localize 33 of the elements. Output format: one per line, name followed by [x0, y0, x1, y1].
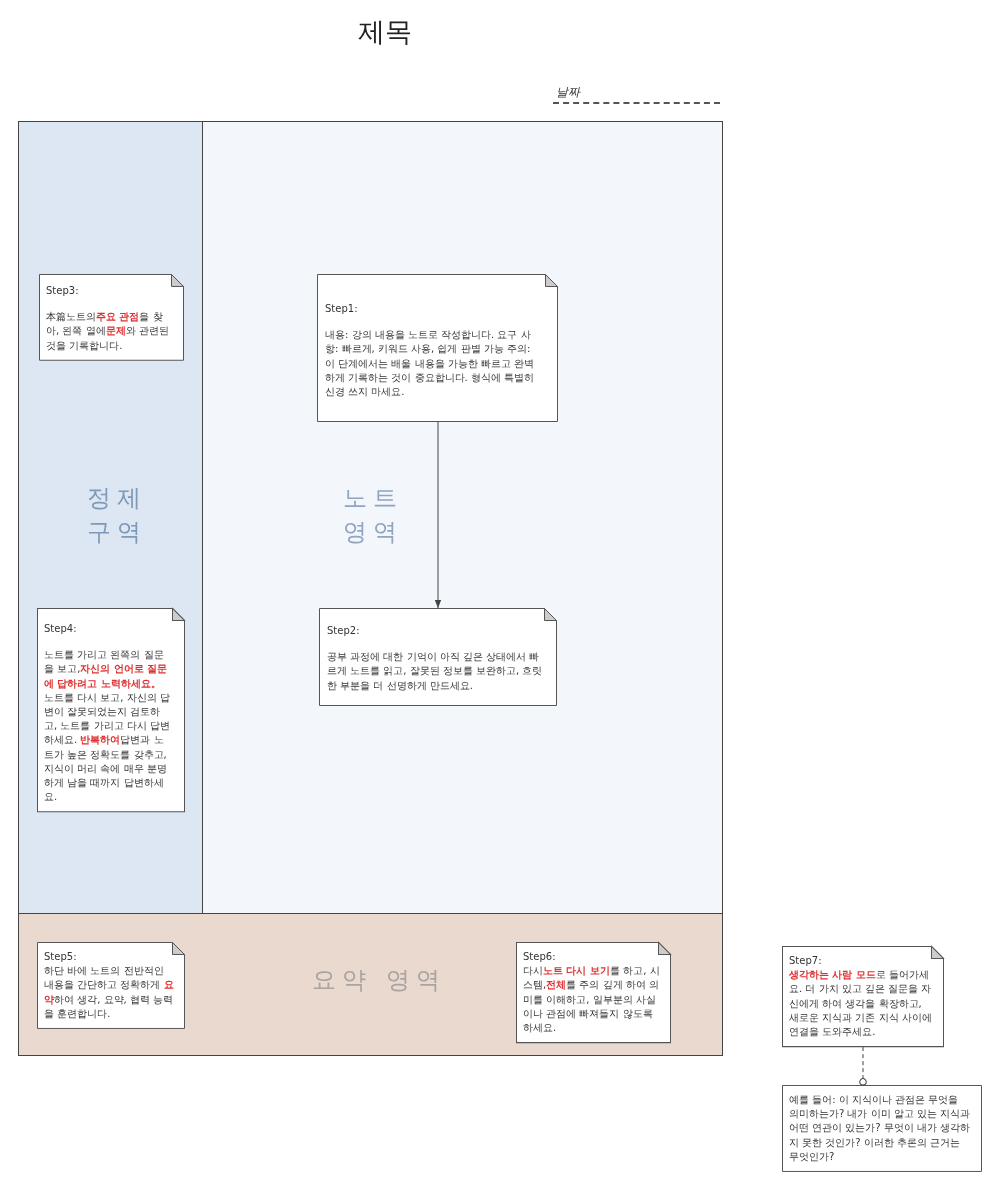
note-text: 내용: 강의 내용을 노트로 작성합니다. 요구 사항: 빠르게, 키워드 사용, 쉽게 판별 가능 주의: 이 단계에서는 배울 내용을 가능한 빠르고 완벽하게 기록하는 것이 중요합니다. 형식에 특별히 신경 쓰지 마세요.: [325, 328, 536, 399]
note-card: [37, 942, 185, 1029]
note-card: [782, 1085, 982, 1172]
note-text: 생각하는 사람 모드로 들어가세요. 더 가치 있고 깊은 질문을 자신에게 하여 생각을 확장하고, 새로운 지식과 기존 지식 사이에 연결을 도와주세요.: [789, 968, 933, 1039]
note-card: [782, 946, 944, 1048]
note-text: 예를 들어: 이 지식이나 관점은 무엇을 의미하는가? 내가 이미 알고 있는 지식과 어떤 연관이 있는가? 무엇이 내가 생각하지 못한 것인가? 이러한 추론의 근거는 무엇인가?: [789, 1093, 972, 1164]
step-heading: Step5:: [44, 950, 78, 964]
region-label: 노트 영역: [342, 483, 404, 548]
date-label: 날짜: [556, 84, 580, 101]
cue-column-panel: [18, 121, 203, 914]
diagram-title: 제목: [357, 15, 413, 49]
note-card: [37, 608, 185, 813]
note-text: 하단 바에 노트의 전반적인 내용을 간단하고 정확하게 요약하여 생각, 요약, 협력 능력을 훈련합니다.: [44, 964, 175, 1021]
note-card: [516, 942, 671, 1044]
notes-panel: [202, 121, 723, 914]
summary-panel: [18, 913, 723, 1056]
step-heading: Step2:: [327, 624, 361, 638]
arrow: [434, 421, 442, 609]
note-text: 本篇노트의주요 관점을 찾아, 왼쪽 열에문제와 관련된 것을 기록합니다.: [46, 310, 170, 353]
note-card: [319, 608, 557, 706]
region-label: 요약 영역: [311, 965, 447, 996]
note-text: 공부 과정에 대한 기억이 아직 깊은 상태에서 빠르게 노트를 읽고, 잘못된 정보를 보완하고, 흐릿한 부분을 더 선명하게 만드세요.: [327, 650, 544, 693]
note-card: [317, 274, 558, 422]
step-heading: Step1:: [325, 302, 359, 316]
note-text: 노트를 가리고 왼쪽의 질문을 보고,자신의 언어로 질문에 답하려고 노력하세요。 노트를 다시 보고, 자신의 답변이 잘못되었는지 검토하고, 노트를 가리고 다시 답변하세요. 반복하여답변과 노트가 높은 정확도를 갖추고, 지식이 머리 속에 매우 분명하게 남을 때까지 답변하세요.: [44, 648, 171, 805]
step-heading: Step3:: [46, 284, 80, 298]
connector-line: [859, 1046, 867, 1086]
step-heading: Step4:: [44, 622, 78, 636]
step-heading: Step6:: [523, 950, 557, 964]
note-card: [39, 274, 184, 361]
step-heading: Step7:: [789, 954, 823, 968]
note-text: 다시노트 다시 보기를 하고, 시스템,전체를 주의 깊게 하여 의미를 이해하고, 일부분의 사실이나 관점에 빠져들지 않도록 하세요.: [523, 964, 661, 1035]
region-label: 정제 구역: [86, 483, 148, 548]
